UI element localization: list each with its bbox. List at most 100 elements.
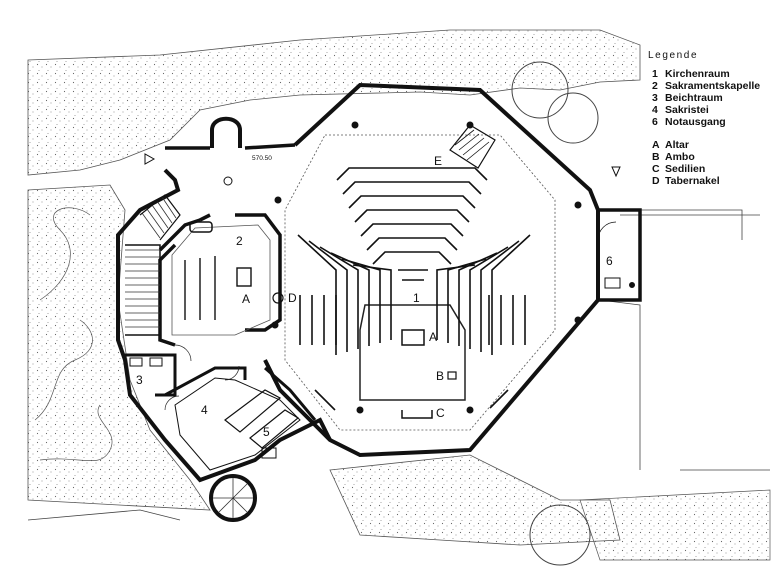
legend-item-label: Altar	[665, 139, 689, 151]
west-wing-wall	[116, 168, 332, 483]
north-wall-segment	[165, 143, 296, 150]
pew	[342, 181, 482, 195]
column	[574, 316, 582, 324]
pew	[469, 246, 509, 349]
sedilien-bench	[401, 410, 433, 419]
pew	[480, 240, 520, 352]
stair-upper-flight	[139, 194, 181, 241]
columns	[271, 121, 582, 414]
pew	[436, 264, 476, 340]
site-boundary	[27, 209, 770, 521]
door-swing	[164, 395, 180, 411]
landscape-southeast	[579, 489, 771, 561]
chapel	[158, 213, 284, 347]
stair-tread	[161, 196, 177, 219]
label-elevation: 570.50	[252, 155, 272, 162]
legend-room-label: Beichtraum	[665, 92, 723, 104]
pew	[447, 258, 487, 343]
entrance-e-stair	[449, 124, 496, 169]
label-ambo: B	[436, 369, 444, 383]
label-room-4: 4	[201, 403, 208, 417]
legend-room-key: 3	[652, 92, 658, 104]
entrance-e-treads	[454, 129, 490, 161]
chapel-pews	[184, 256, 216, 320]
pew	[341, 258, 381, 343]
legend-item-label: Tabernakel	[665, 175, 720, 187]
landscape-north	[27, 29, 641, 176]
legend-room-label: Notausgang	[665, 116, 726, 128]
pew	[354, 209, 470, 223]
label-tabernakel: D	[288, 291, 297, 305]
entrance-triangle-west	[144, 153, 156, 165]
utility-fixture	[261, 447, 277, 459]
pew	[308, 240, 348, 352]
pew	[352, 264, 392, 340]
legend-item-key: D	[652, 175, 660, 187]
north-niche	[210, 116, 242, 148]
doors	[164, 344, 240, 411]
church-walls	[116, 82, 642, 522]
annex-door-swing	[597, 221, 617, 241]
service-rooms	[125, 353, 317, 471]
column	[574, 201, 582, 209]
stair-tread	[151, 204, 169, 229]
chapel-shelf	[189, 221, 213, 233]
legend-room-label: Sakristei	[665, 104, 709, 116]
garden-path	[34, 207, 113, 462]
label-room-6: 6	[606, 254, 613, 268]
pews	[297, 167, 531, 411]
site-context	[27, 29, 771, 566]
annex-wall	[598, 208, 642, 302]
stair-tread	[141, 212, 161, 239]
entrance-triangle-east	[611, 166, 621, 178]
label-altar: A	[429, 330, 437, 344]
pew	[314, 389, 336, 411]
legend-item-label: Sedilien	[665, 163, 705, 175]
font-mark	[223, 176, 233, 186]
pew	[319, 246, 359, 349]
legend-room-key: 4	[652, 104, 658, 116]
stair-treads	[125, 196, 177, 328]
pew	[491, 234, 531, 355]
sacristy-inner	[174, 377, 301, 471]
pew	[348, 195, 476, 209]
stair-tower	[209, 474, 257, 522]
plan-labels: 1 2 3 4 5 6 A A B C D E 570.50	[136, 154, 613, 439]
inner-octagon	[284, 134, 556, 431]
pew	[372, 251, 452, 265]
confession-seat	[149, 357, 163, 367]
stair-tread	[156, 200, 173, 224]
altar-table	[401, 329, 425, 346]
legend-item-key: C	[652, 163, 660, 175]
label-room-2: 2	[236, 234, 243, 248]
label-room-5: 5	[263, 425, 270, 439]
legend-room-key: 2	[652, 80, 658, 92]
chapel-altar	[236, 267, 252, 287]
door-swing	[224, 365, 240, 381]
legend-room-key: 1	[652, 68, 658, 80]
label-room-1: 1	[413, 291, 420, 305]
label-sedilien: C	[436, 406, 445, 420]
spiral-stair-treads	[213, 478, 253, 518]
landscape-south	[329, 454, 621, 546]
ambo-box	[447, 371, 457, 380]
legend-title: Legende	[648, 50, 698, 61]
column	[274, 196, 282, 204]
tree-1	[511, 61, 569, 119]
legend-room-label: Kirchenraum	[665, 68, 730, 80]
pew	[489, 389, 509, 409]
west-stair	[125, 194, 181, 336]
entrance-e	[449, 124, 496, 169]
tabernakel-mark	[272, 292, 284, 304]
column	[466, 406, 474, 414]
confession-seat	[129, 357, 143, 367]
column	[351, 121, 359, 129]
annex-column	[629, 282, 635, 288]
column	[356, 406, 364, 414]
legend-item-key: B	[652, 151, 660, 163]
legend-item-label: Ambo	[665, 151, 695, 163]
chapel-inner-wall	[171, 224, 271, 336]
